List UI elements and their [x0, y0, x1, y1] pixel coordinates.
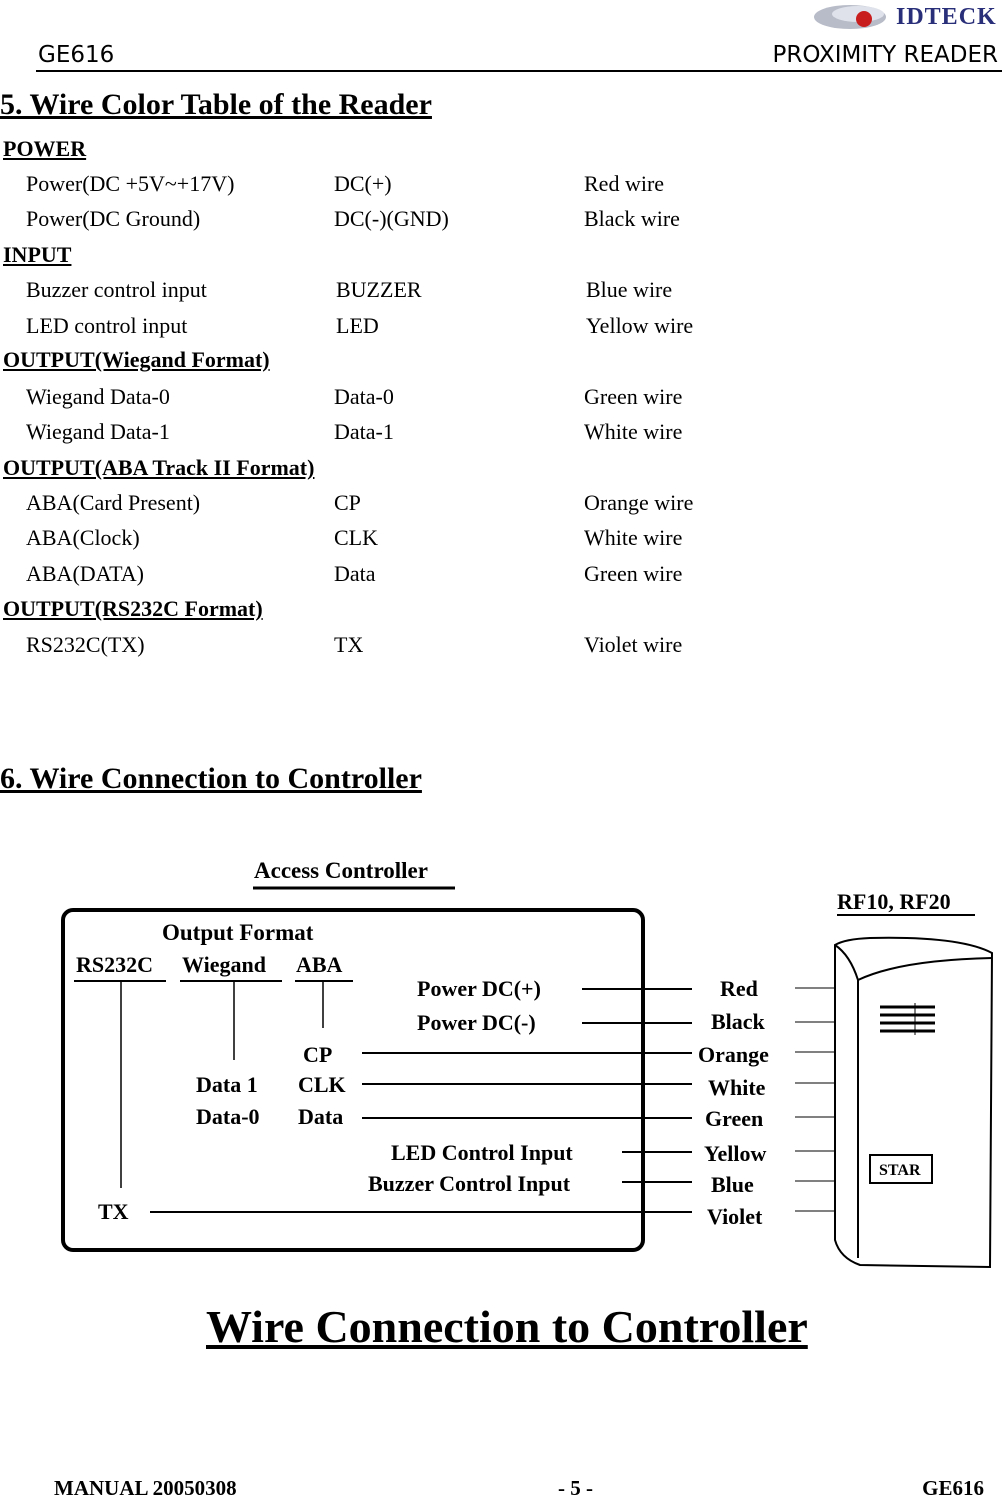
table-cell: LED	[336, 313, 379, 338]
table-cell: TX	[334, 632, 364, 657]
wire-label-violet: Violet	[707, 1204, 763, 1229]
group-title-input: INPUT	[3, 242, 72, 267]
rs232c-label: RS232C	[76, 952, 153, 977]
table-cell: Data	[334, 561, 376, 586]
star-label: STAR	[879, 1162, 921, 1179]
table-cell: Wiegand Data-0	[26, 384, 170, 409]
table-cell: ABA(DATA)	[26, 561, 145, 586]
data1-label: Data 1	[196, 1072, 258, 1097]
group-title-wiegand: OUTPUT(Wiegand Format)	[3, 347, 270, 372]
output-format-label: Output Format	[162, 920, 314, 945]
power-plus-label: Power DC(+)	[417, 976, 541, 1001]
table-cell: Power(DC +5V~+17V)	[26, 171, 235, 196]
table-cell: Green wire	[584, 384, 683, 409]
table-cell: CLK	[334, 525, 378, 550]
table-cell: Blue wire	[586, 277, 673, 302]
aba-label: ABA	[296, 952, 343, 977]
table-cell: Red wire	[584, 171, 665, 196]
wire-label-red: Red	[720, 976, 758, 1001]
footer-manual: MANUAL 20050308	[54, 1476, 237, 1500]
cp-label: CP	[303, 1042, 332, 1067]
group-title-power: POWER	[3, 136, 87, 161]
access-controller-label: Access Controller	[254, 858, 428, 883]
header-doc-title: PROXIMITY READER	[772, 42, 998, 68]
idteck-logo: IDTECK	[812, 0, 1002, 36]
logo-swoosh-icon	[814, 5, 886, 29]
led-input-label: LED Control Input	[391, 1140, 573, 1165]
table-cell: Data-1	[334, 419, 394, 444]
table-cell: Wiegand Data-1	[26, 419, 170, 444]
data-label: Data	[298, 1104, 343, 1129]
reader-model-label: RF10, RF20	[837, 889, 951, 914]
wire-label-blue: Blue	[711, 1172, 754, 1197]
table-cell: Yellow wire	[586, 313, 694, 338]
table-cell: Orange wire	[584, 490, 694, 515]
wire-label-white: White	[708, 1075, 766, 1100]
wiegand-label: Wiegand	[182, 952, 266, 977]
table-cell: ABA(Card Present)	[26, 490, 201, 515]
buzzer-input-label: Buzzer Control Input	[368, 1171, 571, 1196]
table-cell: RS232C(TX)	[26, 632, 145, 657]
header-rule	[36, 70, 1002, 72]
table-cell: ABA(Clock)	[26, 525, 140, 550]
section6-title: 6. Wire Connection to Controller	[0, 762, 422, 795]
table-cell: White wire	[584, 419, 683, 444]
table-cell: BUZZER	[336, 277, 422, 302]
table-cell: Black wire	[584, 206, 680, 231]
connection-lines	[150, 988, 692, 1213]
footer-page-number: - 5 -	[558, 1476, 593, 1500]
table-cell: CP	[334, 490, 361, 515]
group-title-aba: OUTPUT(ABA Track II Format)	[3, 455, 315, 480]
data0-label: Data-0	[196, 1104, 260, 1129]
table-cell: Violet wire	[584, 632, 683, 657]
table-cell: Green wire	[584, 561, 683, 586]
table-cell: Buzzer control input	[26, 277, 207, 302]
wire-label-green: Green	[705, 1106, 763, 1131]
wire-label-yellow: Yellow	[704, 1141, 766, 1166]
table-cell: LED control input	[26, 313, 188, 338]
table-cell: DC(-)(GND)	[334, 206, 449, 231]
controller-box	[61, 908, 645, 1252]
wire-label-black: Black	[711, 1009, 766, 1034]
clk-label: CLK	[298, 1072, 346, 1097]
footer-model: GE616	[922, 1476, 984, 1500]
reader-device-icon	[834, 936, 994, 1269]
tx-label: TX	[98, 1199, 129, 1224]
logo-text: IDTECK	[896, 4, 997, 30]
wiring-diagram: Access Controller RF10, RF20 Output Form…	[61, 858, 994, 1269]
reader-wire-lines	[795, 987, 835, 1212]
section5-title: 5. Wire Color Table of the Reader	[0, 88, 432, 121]
group-title-rs232c: OUTPUT(RS232C Format)	[3, 596, 263, 621]
table-cell: Power(DC Ground)	[26, 206, 201, 231]
header-doc-code: GE616	[38, 42, 115, 68]
diagram-caption: Wire Connection to Controller	[206, 1301, 808, 1352]
table-cell: DC(+)	[334, 171, 392, 196]
table-cell: Data-0	[334, 384, 394, 409]
power-minus-label: Power DC(-)	[417, 1010, 536, 1035]
wire-label-orange: Orange	[698, 1042, 769, 1067]
table-cell: White wire	[584, 525, 683, 550]
